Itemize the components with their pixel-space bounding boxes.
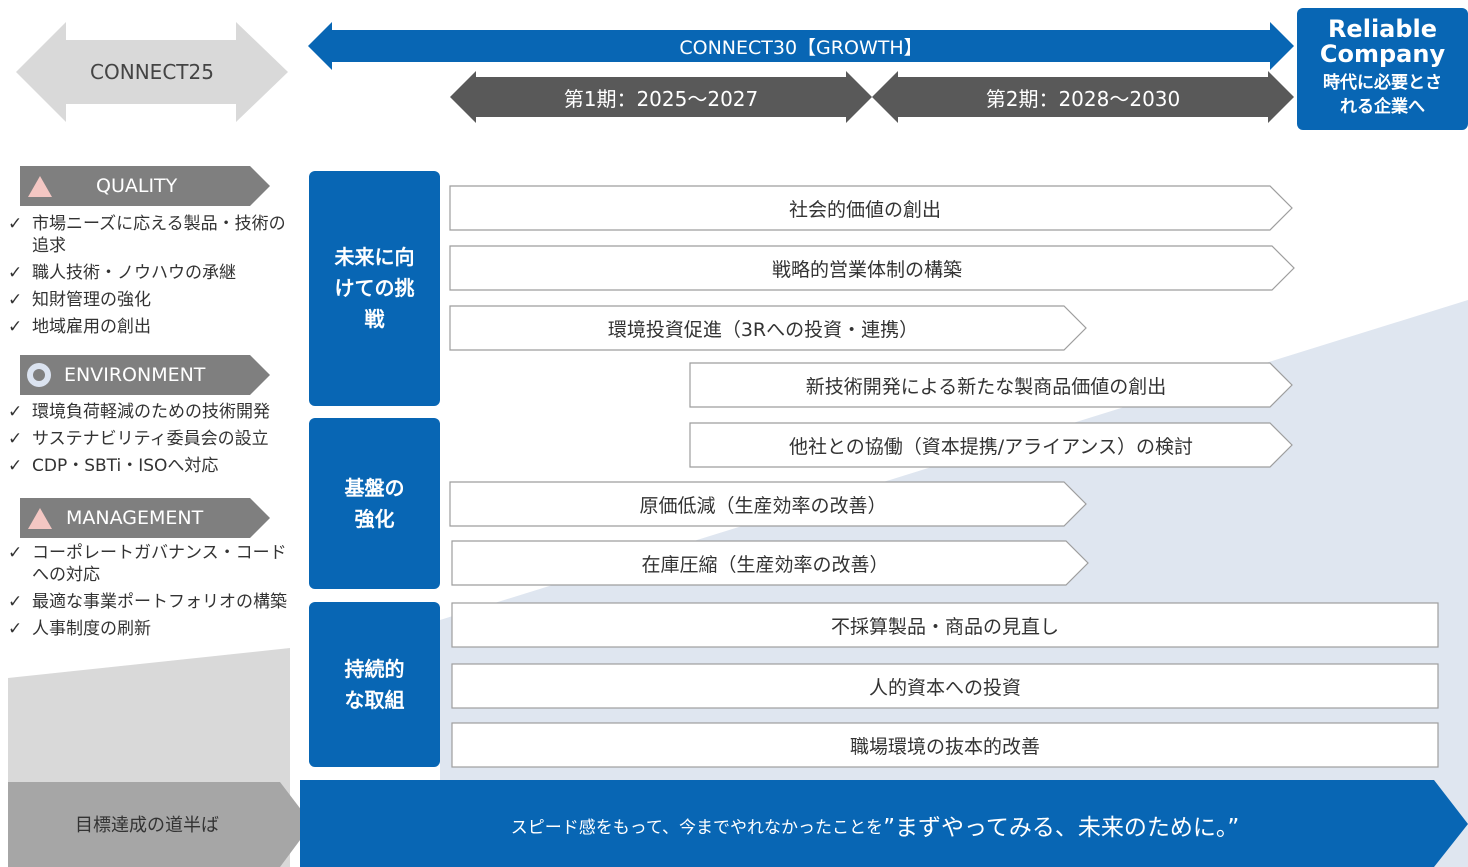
initiative-item: 職場環境の抜本的改善	[849, 735, 1040, 758]
initiative-item: 人的資本への投資	[868, 676, 1021, 699]
pillar-foundation: 基盤の強化	[309, 418, 440, 589]
slogan-quote: ”まずやってみる、未来のために。”	[883, 815, 1240, 841]
environment-tag-label: ENVIRONMENT	[64, 364, 206, 386]
initiative-item: 環境投資促進（3Rへの投資・連携）	[607, 318, 919, 341]
slogan-prefix: スピード感をもって、今までやれなかったことを	[510, 817, 884, 838]
initiative-item: 在庫圧縮（生産効率の改善）	[641, 553, 889, 576]
check-icon: ✓	[8, 402, 23, 422]
initiative-item: 不採算製品・商品の見直し	[830, 615, 1059, 638]
check-icon: ✓	[8, 429, 23, 449]
check-icon: ✓	[8, 317, 23, 337]
list-item: ✓環境負荷軽減のための技術開発	[8, 402, 270, 422]
initiative-item: 戦略的営業体制の構築	[771, 258, 962, 281]
list-item: ✓CDP・SBTi・ISOへ対応	[8, 456, 219, 476]
list-item: ✓サステナビリティ委員会の設立	[8, 429, 269, 449]
environment-checklist: ✓環境負荷軽減のための技術開発 ✓サステナビリティ委員会の設立 ✓CDP・SBT…	[8, 401, 294, 482]
list-item: ✓コーポレートガバナンス・コードへの対応	[8, 543, 287, 585]
phase1-label: 第1期：2025〜2027	[563, 86, 759, 111]
goal-title: Reliable Company	[1319, 15, 1446, 68]
initiative-item: 他社との協働（資本提携/アライアンス）の検討	[788, 435, 1194, 458]
list-item: ✓人事制度の刷新	[8, 619, 151, 639]
management-checklist: ✓コーポレートガバナンス・コードへの対応 ✓最適な事業ポートフォリオの構築 ✓人…	[8, 542, 294, 645]
quality-tag-label: QUALITY	[96, 175, 178, 197]
footer-progress-label: 目標達成の道半ば	[75, 815, 219, 836]
goal-box: Reliable Company 時代に必要とされる企業へ	[1297, 8, 1468, 130]
quality-checklist: ✓市場ニーズに応える製品・技術の追求 ✓職人技術・ノウハウの承継 ✓知財管理の強…	[8, 213, 294, 343]
initiative-item: 原価低減（生産効率の改善）	[639, 494, 887, 517]
management-tag-label: MANAGEMENT	[66, 507, 204, 529]
pillar-challenge: 未来に向けての挑戦	[309, 171, 440, 406]
initiative-item: 社会的価値の創出	[788, 198, 941, 221]
list-item: ✓最適な事業ポートフォリオの構築	[8, 592, 287, 612]
list-item: ✓地域雇用の創出	[8, 317, 151, 337]
check-icon: ✓	[8, 214, 23, 234]
current-plan-label: CONNECT30【GROWTH】	[679, 36, 923, 59]
check-icon: ✓	[8, 543, 23, 563]
check-icon: ✓	[8, 263, 23, 283]
list-item: ✓市場ニーズに応える製品・技術の追求	[8, 214, 286, 256]
footer-slogan: スピード感をもって、今までやれなかったことを”まずやってみる、未来のために。”	[300, 800, 1450, 850]
list-item: ✓知財管理の強化	[8, 290, 151, 310]
phase2-label: 第2期：2028〜2030	[985, 86, 1181, 111]
pillar-sustainable: 持続的な取組	[309, 602, 440, 767]
goal-subtitle: 時代に必要とされる企業へ	[1323, 73, 1442, 117]
check-icon: ✓	[8, 592, 23, 612]
check-icon: ✓	[8, 456, 23, 476]
initiative-item: 新技術開発による新たな製商品価値の創出	[805, 375, 1167, 398]
list-item: ✓職人技術・ノウハウの承継	[8, 263, 236, 283]
prev-plan-label: CONNECT25	[90, 60, 214, 84]
check-icon: ✓	[8, 619, 23, 639]
check-icon: ✓	[8, 290, 23, 310]
